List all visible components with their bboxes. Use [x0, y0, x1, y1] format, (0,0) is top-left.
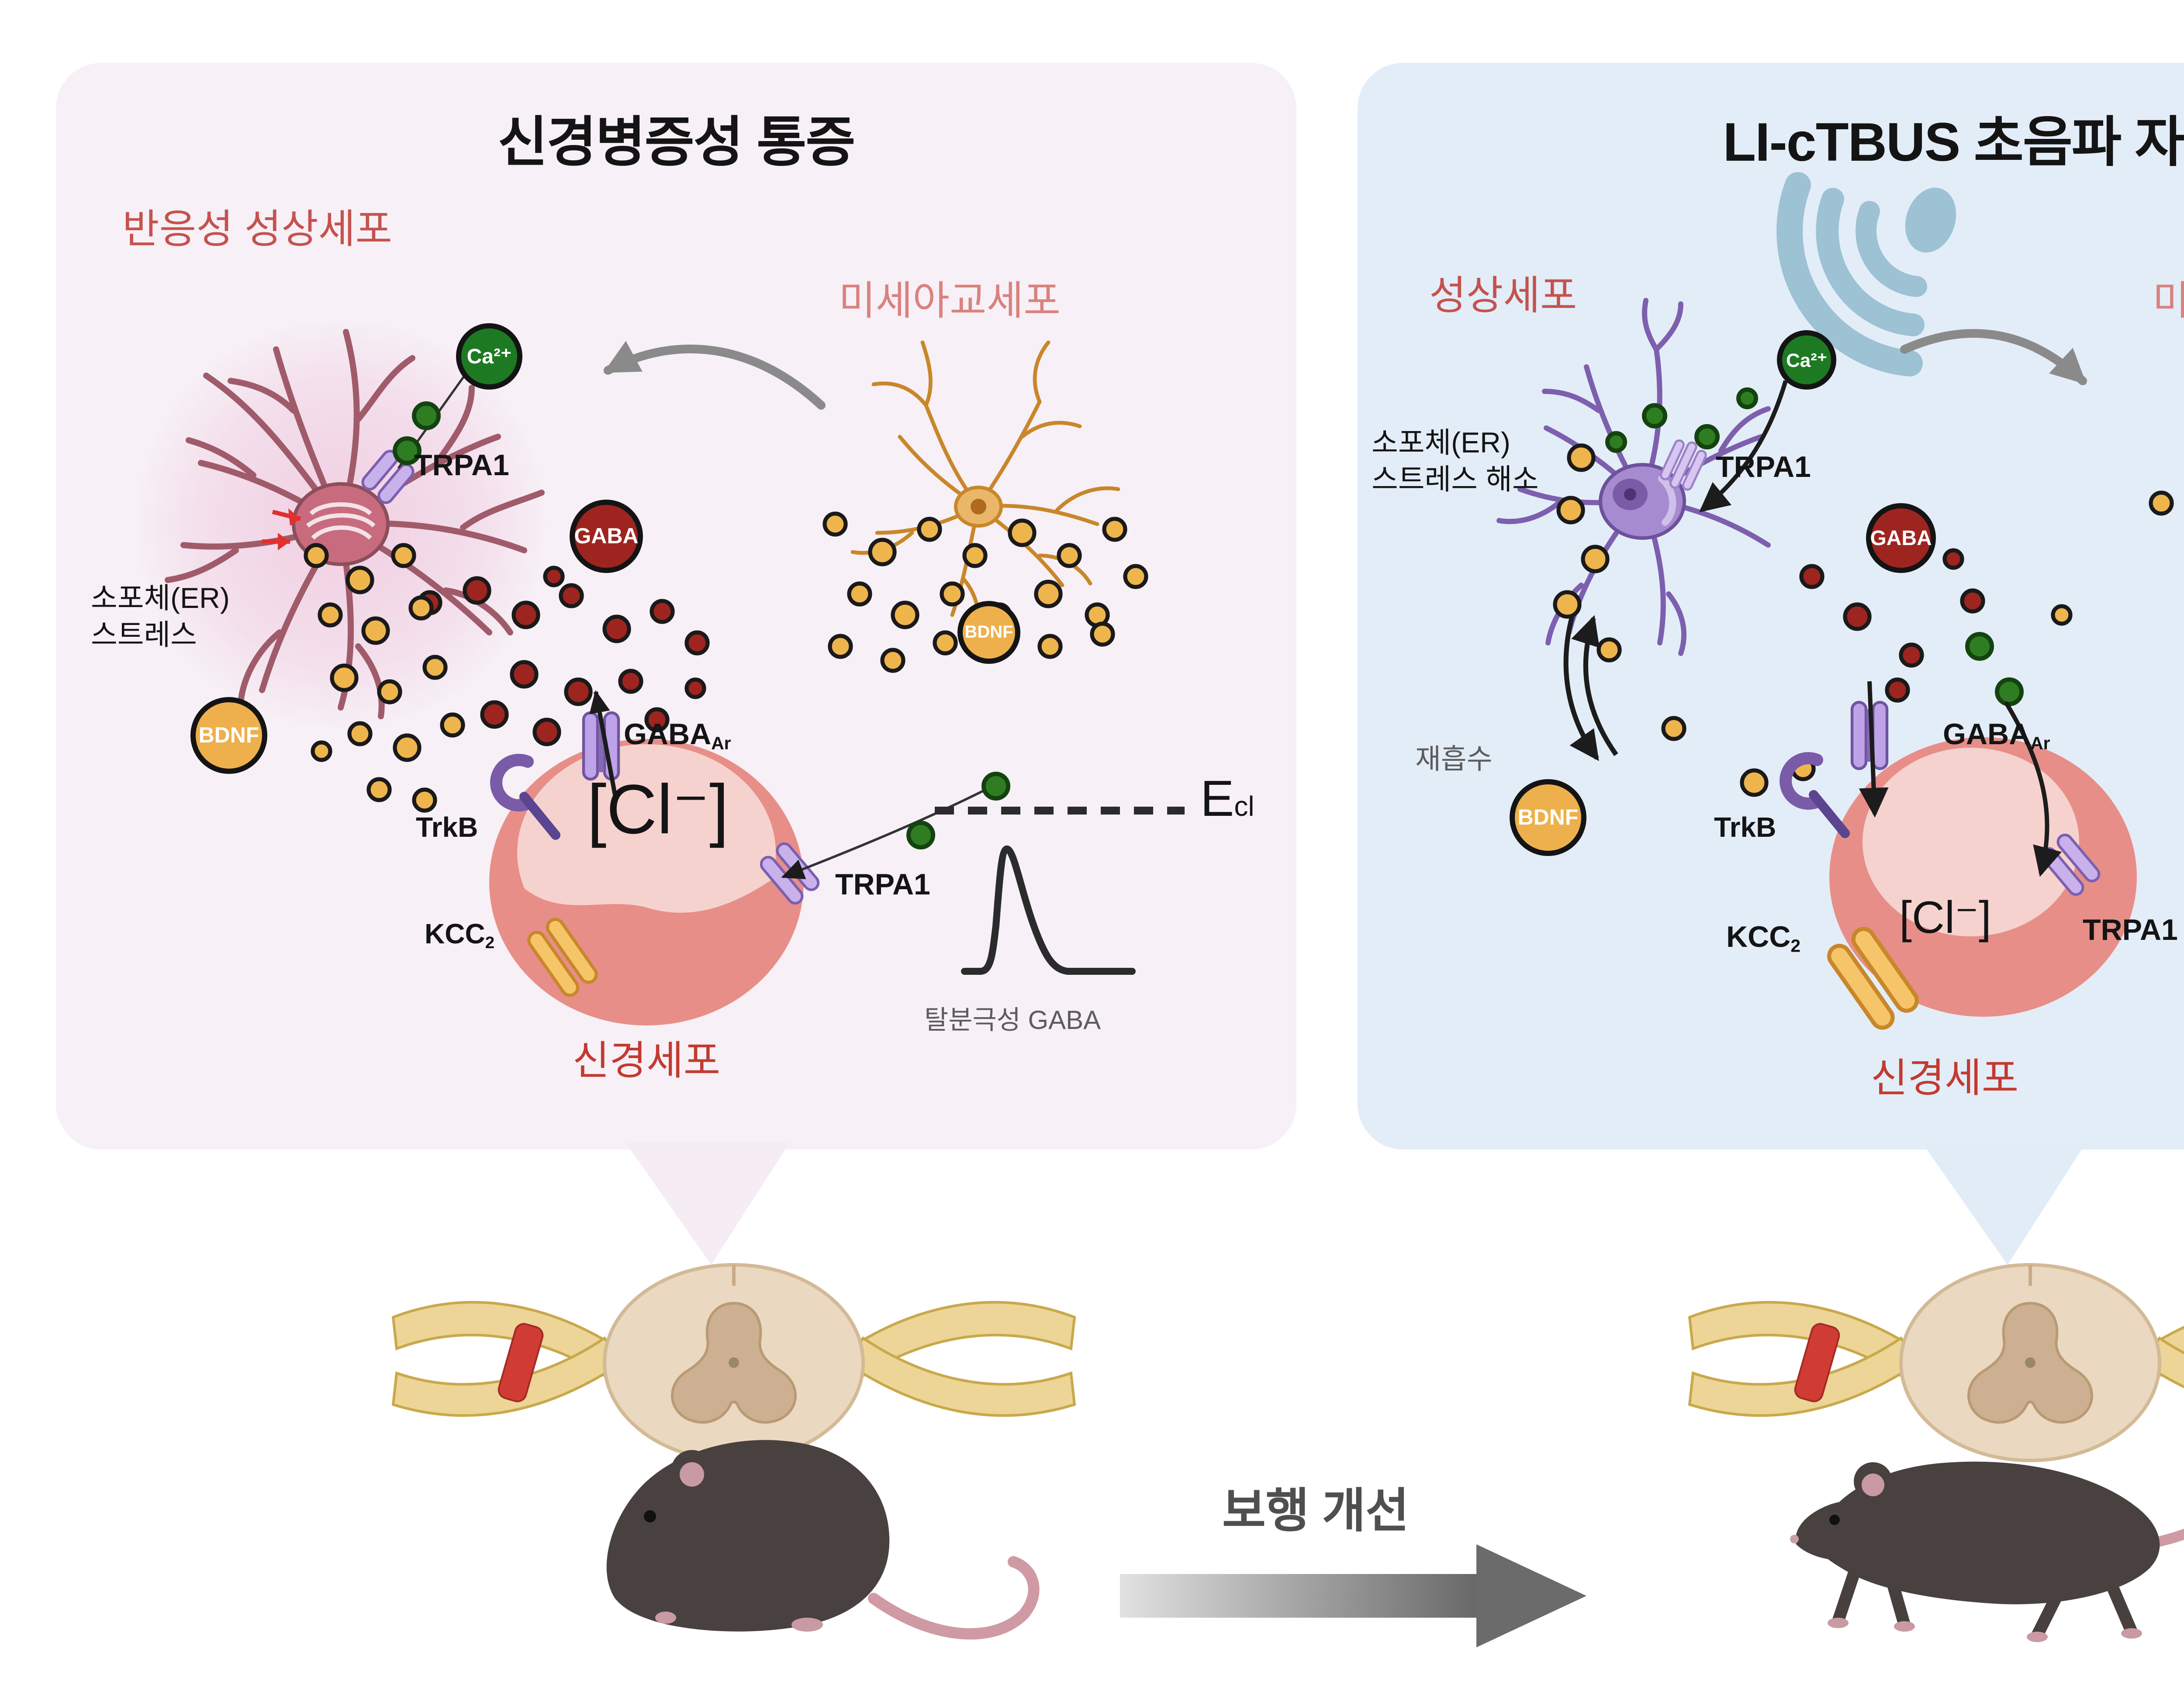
mouse-illustration-right: [1790, 1461, 2184, 1642]
gabaar-label-left: GABAAr: [624, 718, 731, 755]
kcc2-label-left: KCC2: [425, 921, 495, 953]
trkb-label-left: TrkB: [416, 814, 478, 844]
reuptake-label: 재흡수: [1415, 746, 1493, 776]
trpa1-neuron-label-left: TRPA1: [835, 868, 930, 901]
funnel-right: [1922, 1143, 2086, 1265]
right-panel-title: LI-cTBUS 초음파 자극: [1723, 112, 2184, 173]
reactive-astrocyte-label: 반응성 성상세포: [122, 206, 393, 252]
bdnf-badge-left: BDNF: [190, 697, 267, 774]
depolarizing-gaba-caption: 탈분극성 GABA: [924, 1006, 1101, 1036]
microglia-label-right: 미세아교세포: [2153, 267, 2184, 327]
neuron-label-left: 신경세포: [572, 1038, 721, 1083]
calcium-badge-right: Ca²⁺: [1777, 330, 1836, 390]
spinal-cord-illustration-left: [393, 1265, 1075, 1460]
gaba-badge-right: GABA: [1866, 503, 1936, 573]
microglia-label-left: 미세아교세포: [839, 278, 1061, 323]
gait-improvement-arrow: [1120, 1544, 1586, 1647]
chloride-label-right: [Cl⁻]: [1899, 891, 1991, 943]
astrocyte-label-right: 성상세포: [1429, 273, 1577, 318]
trkb-label-right: TrkB: [1714, 814, 1776, 844]
gait-improvement-label: 보행 개선: [1222, 1485, 1409, 1537]
left-panel-title: 신경병증성 통증: [498, 112, 855, 173]
trpa1-neuron-label-right: TRPA1: [2083, 914, 2178, 947]
ultrasound-stimulation-panel: [1358, 63, 2184, 1149]
chloride-label-left: [Cl⁻]: [587, 772, 729, 849]
calcium-badge-left: Ca²⁺: [456, 323, 522, 390]
er-stress-relief-label: 소포체(ER)스트레스 해소: [1372, 428, 1539, 496]
gaba-badge-left: GABA: [570, 500, 643, 573]
gabaar-label-right: GABAAr: [1943, 718, 2050, 755]
neuron-label-right: 신경세포: [1870, 1055, 2019, 1101]
bdnf-badge-small-left: BDNF: [957, 601, 1020, 664]
er-stress-label: 소포체(ER)스트레스: [91, 583, 230, 652]
trpa1-astrocyte-label-left: TRPA1: [414, 449, 509, 482]
mouse-illustration-left: [606, 1440, 1040, 1640]
funnel-left: [625, 1143, 790, 1265]
bdnf-badge-right: BDNF: [1510, 779, 1586, 856]
ecl-label-left: Ecl: [1200, 772, 1254, 828]
kcc2-label-right: KCC2: [1726, 921, 1801, 957]
spinal-cord-illustration-right: [1690, 1265, 2184, 1460]
trpa1-astrocyte-label-right: TRPA1: [1716, 451, 1811, 484]
